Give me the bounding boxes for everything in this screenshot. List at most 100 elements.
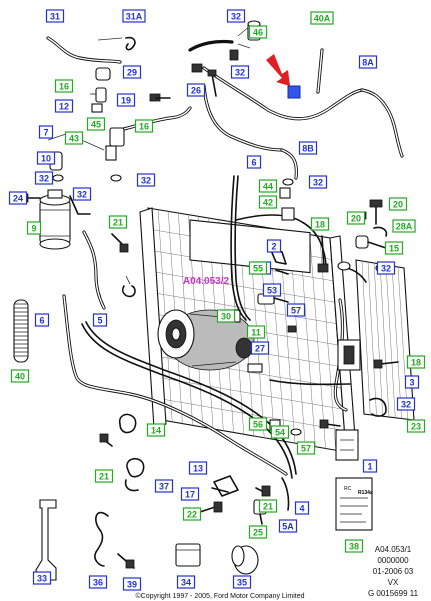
callout-42: 42: [258, 195, 278, 209]
callout-box: [122, 65, 142, 79]
callout-54: 54: [270, 425, 290, 439]
callout-number: 37: [159, 482, 169, 492]
callout-box: [180, 487, 200, 501]
callout-box: [404, 375, 420, 389]
callout-10: 10: [36, 151, 56, 165]
callout-14: 14: [146, 423, 166, 437]
callout-box: [116, 93, 136, 107]
callout-number: 32: [313, 178, 323, 188]
callout-box: [362, 459, 378, 473]
callout-box: [72, 187, 92, 201]
callout-7: 7: [38, 125, 54, 139]
callout-40a: 40A: [310, 11, 334, 25]
callout-32: 32: [230, 65, 250, 79]
callout-6: 6: [34, 313, 50, 327]
fin-line: [153, 292, 337, 324]
callout-box: [54, 79, 74, 93]
copyright-notice: ©Copyright 1997 - 2005, Ford Motor Compa…: [135, 593, 305, 600]
fin-line: [159, 377, 343, 410]
callout-17: 17: [180, 487, 200, 501]
ref-line: VX: [387, 578, 399, 587]
callout-box: [88, 575, 108, 589]
callout-number: 45: [91, 120, 101, 130]
callout-box: [154, 479, 174, 493]
callout-25: 25: [248, 525, 268, 539]
callout-number: 11: [251, 328, 261, 338]
callout-number: 18: [411, 358, 421, 368]
callout-36: 36: [88, 575, 108, 589]
ref-line: 0000000: [377, 556, 409, 565]
highlighted-part-marker: [287, 85, 301, 99]
callout-number: 17: [185, 490, 195, 500]
callout-number: 24: [13, 194, 23, 204]
callout-number: 27: [255, 344, 265, 354]
callout-number: 20: [351, 214, 361, 224]
callout-box: [392, 219, 416, 233]
callout-box: [182, 507, 202, 521]
callout-box: [278, 519, 298, 533]
callout-number: 35: [237, 578, 247, 588]
callout-number: 32: [231, 12, 241, 22]
callout-number: 20: [393, 200, 403, 210]
callout-26: 26: [186, 83, 206, 97]
callout-box: [32, 571, 52, 585]
radiator-core-fins: [361, 260, 408, 420]
callout-38: 38: [344, 539, 364, 553]
callout-box: [216, 309, 236, 323]
callout-box: [346, 211, 366, 225]
callout-number: 16: [59, 82, 69, 92]
callout-number: 14: [151, 426, 161, 436]
callout-22: 22: [182, 507, 202, 521]
callout-box: [266, 239, 282, 253]
callout-box: [262, 283, 282, 297]
fin-line: [391, 265, 402, 419]
callout-box: [136, 173, 156, 187]
callout-box: [64, 131, 84, 145]
callout-number: 32: [401, 400, 411, 410]
callout-number: 54: [275, 428, 285, 438]
callout-30: 30: [216, 309, 236, 323]
callout-23: 23: [406, 419, 426, 433]
callout-box: [258, 195, 278, 209]
callout-number: 12: [59, 102, 69, 112]
callout-box: [34, 313, 50, 327]
callout-18: 18: [406, 355, 426, 369]
reference-block: A04.053/1 0000000 01-2006 03 VX G 001569…: [358, 544, 428, 599]
callout-32: 32: [34, 171, 54, 185]
callout-box: [246, 325, 266, 339]
callout-box: [358, 55, 378, 69]
callout-2: 2: [266, 239, 282, 253]
callout-box: [246, 155, 262, 169]
callout-number: 32: [39, 174, 49, 184]
callout-number: 40: [15, 372, 25, 382]
callout-number: 31: [50, 12, 60, 22]
ref-line: G 0015699 11: [367, 589, 419, 598]
callout-box: [86, 117, 106, 131]
callout-13: 13: [188, 461, 208, 475]
receiver-drier: [39, 189, 71, 250]
callout-number: 39: [127, 580, 137, 590]
callout-53: 53: [262, 283, 282, 297]
callout-box: [36, 151, 56, 165]
callout-box: [396, 397, 416, 411]
callout-box: [310, 217, 330, 231]
callout-box: [176, 575, 196, 589]
callout-box: [94, 469, 114, 483]
callout-box: [232, 575, 252, 589]
fin-line: [385, 264, 396, 418]
callout-box: [286, 303, 306, 317]
callout-box: [388, 197, 408, 211]
fin-line: [373, 262, 383, 417]
callout-21: 21: [258, 499, 278, 513]
callout-3: 3: [404, 375, 420, 389]
callout-1: 1: [362, 459, 378, 473]
callout-box: [406, 419, 426, 433]
callout-33: 33: [32, 571, 52, 585]
callout-27: 27: [250, 341, 270, 355]
callout-box: [34, 171, 54, 185]
callout-box: [26, 221, 42, 235]
callout-number: 32: [235, 68, 245, 78]
callout-24: 24: [8, 191, 28, 205]
callout-number: 10: [41, 154, 51, 164]
callout-8b: 8B: [298, 141, 318, 155]
